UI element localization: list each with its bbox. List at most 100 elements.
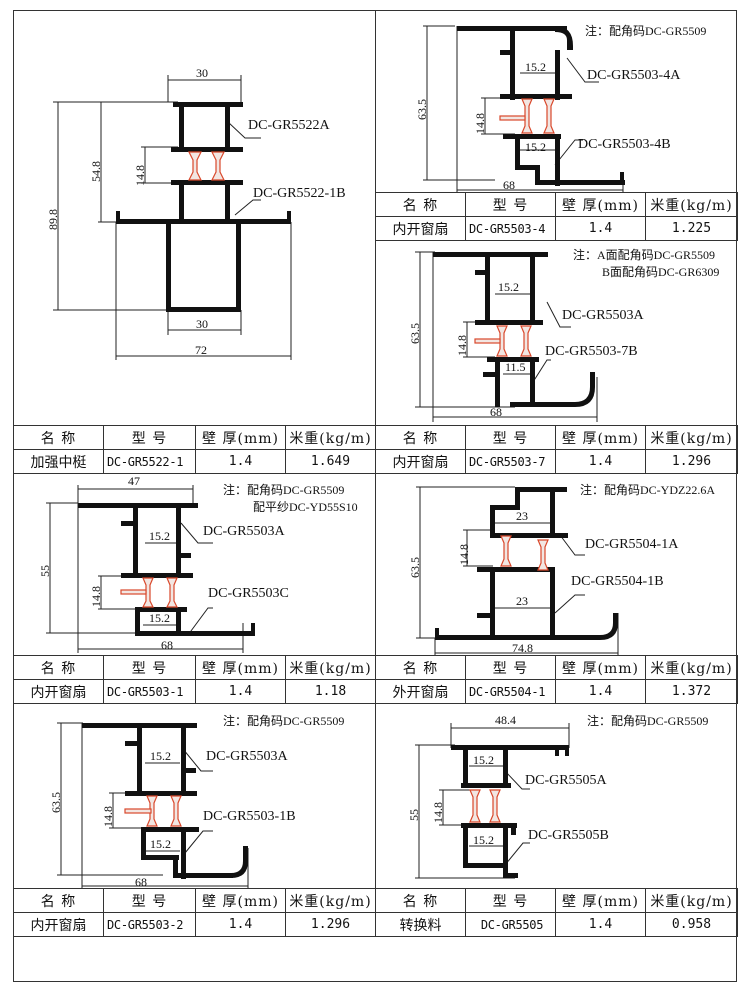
note-line: 注：配角码DC-GR5509 [587,714,709,728]
panel-inward-sash-4: 注：配角码DC-GR5509 DC-GR5503-4A DC-GR5503-4B… [375,10,737,192]
empty-footer-area [13,937,737,982]
profile-label-b: DC-GR5505B [528,828,609,843]
dim-lower-chamber: 15.2 [149,611,170,625]
profile-label-b: DC-GR5503C [208,586,289,601]
dim-thermal-break: 14.8 [431,802,445,823]
dim-upper-chamber: 15.2 [498,280,519,294]
profile-label-a: DC-GR5503A [206,749,288,764]
header-model: 型 号 [103,888,196,913]
dim-lower-chamber: 11.5 [505,360,526,374]
dim-thermal-break: 14.8 [101,806,115,827]
note-line-2: B面配角码DC-GR6309 [602,265,720,279]
table-header-row: 名 称 型 号 壁 厚(mm) 米重(kg/m) [375,192,738,217]
spec-table-reinforced-mullion: 名 称 型 号 壁 厚(mm) 米重(kg/m) 加强中梃 DC-GR5522-… [13,425,376,474]
panel-outward-sash: 注：配角码DC-YDZ22.6A 23 63.5 14.8 23 74.8 DC… [375,473,737,655]
dim-upper-height: 54.8 [89,161,103,182]
cell-thickness: 1.4 [555,679,646,704]
dim-top-width: 48.4 [495,713,516,727]
spec-table-inward-sash-4: 名 称 型 号 壁 厚(mm) 米重(kg/m) 内开窗扇 DC-GR5503-… [375,192,738,241]
cell-weight: 1.649 [285,449,376,474]
note-line-2: 配平纱DC-YD55S10 [253,500,358,514]
cell-weight: 1.296 [645,449,738,474]
header-weight: 米重(kg/m) [285,655,376,680]
profile-label-a: DC-GR5522A [248,118,330,133]
table-row: 转换料 DC-GR5505 1.4 0.958 [375,912,738,937]
cell-model: DC-GR5503-4 [465,216,556,241]
profile-label-b: DC-GR5503-7B [545,344,638,359]
header-name: 名 称 [375,425,466,450]
dim-total-height: 63.5 [408,323,422,344]
dim-upper-chamber: 15.2 [149,529,170,543]
profile-drawing-sash-2 [57,722,249,888]
dim-upper-chamber: 23 [516,509,528,523]
header-weight: 米重(kg/m) [645,655,738,680]
header-model: 型 号 [103,655,196,680]
cell-weight: 1.296 [285,912,376,937]
header-thickness: 壁 厚(mm) [555,192,646,217]
cell-thickness: 1.4 [195,449,286,474]
header-thickness: 壁 厚(mm) [195,425,286,450]
header-name: 名 称 [13,425,104,450]
table-header-row: 名 称 型 号 壁 厚(mm) 米重(kg/m) [13,655,376,680]
dim-thermal-break: 14.8 [473,113,487,134]
dim-width: 68 [490,405,502,419]
profile-label-b: DC-GR5503-4B [578,137,671,152]
dim-width: 74.8 [512,641,533,655]
profile-label-b: DC-GR5522-1B [253,186,346,201]
table-header-row: 名 称 型 号 壁 厚(mm) 米重(kg/m) [13,888,376,913]
dim-upper-chamber: 15.2 [525,60,546,74]
spec-table-inward-sash-7: 名 称 型 号 壁 厚(mm) 米重(kg/m) 内开窗扇 DC-GR5503-… [375,425,738,474]
panel-inward-sash-7: 注：A面配角码DC-GR5509 B面配角码DC-GR6309 DC-GR550… [375,242,737,425]
header-model: 型 号 [465,425,556,450]
dim-upper-chamber: 15.2 [150,749,171,763]
note-line: 注：配角码DC-GR5509 [585,24,707,38]
header-weight: 米重(kg/m) [645,192,738,217]
cell-name: 内开窗扇 [375,449,466,474]
header-name: 名 称 [13,888,104,913]
note-line-1: 注：A面配角码DC-GR5509 [573,248,716,262]
table-header-row: 名 称 型 号 壁 厚(mm) 米重(kg/m) [375,425,738,450]
dim-upper-chamber: 15.2 [473,753,494,767]
cell-model: DC-GR5503-7 [465,449,556,474]
dim-thermal-break: 14.8 [455,335,469,356]
dim-total-height: 89.8 [46,209,60,230]
panel-adapter: 注：配角码DC-GR5509 48.4 15.2 55 14.8 15.2 DC… [375,703,737,888]
profile-label-a: DC-GR5504-1A [585,537,679,552]
table-header-row: 名 称 型 号 壁 厚(mm) 米重(kg/m) [375,655,738,680]
dim-top-width: 30 [196,66,208,80]
header-name: 名 称 [375,192,466,217]
header-name: 名 称 [13,655,104,680]
header-model: 型 号 [465,888,556,913]
table-row: 内开窗扇 DC-GR5503-2 1.4 1.296 [13,912,376,937]
profile-drawing-sash-4 [423,25,625,192]
profile-drawing-adapter [415,723,570,879]
header-model: 型 号 [103,425,196,450]
dim-lower-chamber: 23 [516,594,528,608]
dim-total-height: 63.5 [49,792,63,813]
header-weight: 米重(kg/m) [645,888,738,913]
dim-width: 68 [161,638,173,652]
header-name: 名 称 [375,655,466,680]
cell-model: DC-GR5505 [465,912,556,937]
spec-table-inward-sash-1: 名 称 型 号 壁 厚(mm) 米重(kg/m) 内开窗扇 DC-GR5503-… [13,655,376,704]
spec-table-inward-sash-2: 名 称 型 号 壁 厚(mm) 米重(kg/m) 内开窗扇 DC-GR5503-… [13,888,376,937]
header-thickness: 壁 厚(mm) [555,425,646,450]
cell-model: DC-GR5503-1 [103,679,196,704]
profile-label-a: DC-GR5503A [203,524,285,539]
profile-drawing-sash-7 [415,251,598,422]
dim-total-height: 55 [407,809,421,821]
cell-name: 内开窗扇 [375,216,466,241]
dim-flange-width: 72 [195,343,207,357]
cell-thickness: 1.4 [555,216,646,241]
cell-model: DC-GR5504-1 [465,679,556,704]
dim-lower-chamber: 15.2 [473,833,494,847]
table-header-row: 名 称 型 号 壁 厚(mm) 米重(kg/m) [375,888,738,913]
dim-thermal-break: 14.8 [89,586,103,607]
header-thickness: 壁 厚(mm) [195,888,286,913]
cell-weight: 1.372 [645,679,738,704]
header-name: 名 称 [375,888,466,913]
table-header-row: 名 称 型 号 壁 厚(mm) 米重(kg/m) [13,425,376,450]
dim-total-height: 55 [38,565,52,577]
dim-lower-chamber: 15.2 [150,837,171,851]
dim-total-height: 63.5 [415,99,429,120]
